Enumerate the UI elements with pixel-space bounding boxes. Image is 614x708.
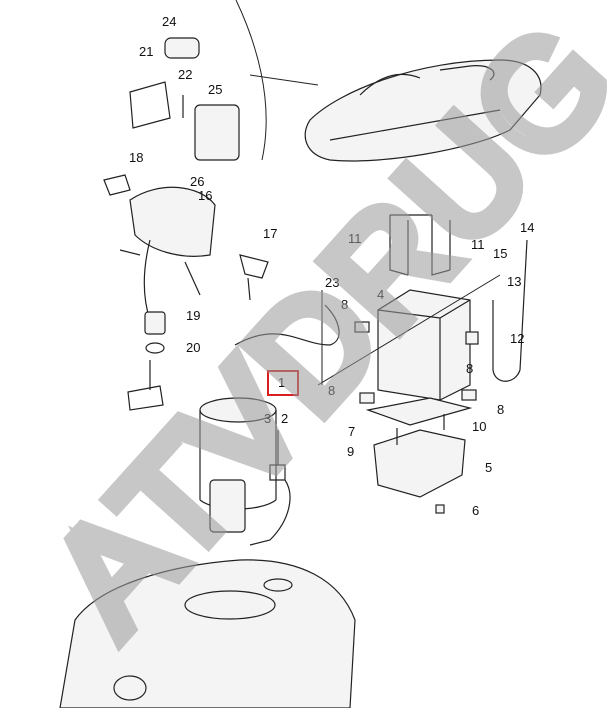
highlight-box-part-1 bbox=[267, 370, 299, 396]
meter-assembly bbox=[103, 174, 269, 411]
part-label-6: 6 bbox=[472, 503, 479, 518]
part-label-26: 26 bbox=[190, 174, 204, 189]
part-label-22: 22 bbox=[178, 67, 192, 82]
part-label-14: 14 bbox=[520, 220, 534, 235]
fuel-pump-assembly bbox=[199, 397, 291, 546]
battery-assembly bbox=[234, 214, 528, 514]
part-label-21: 21 bbox=[139, 44, 153, 59]
part-label-16: 16 bbox=[198, 188, 212, 203]
part-label-17: 17 bbox=[263, 226, 277, 241]
part-label-7: 7 bbox=[348, 424, 355, 439]
part-label-15: 15 bbox=[493, 246, 507, 261]
part-label-5: 5 bbox=[485, 460, 492, 475]
part-label-19: 19 bbox=[186, 308, 200, 323]
part-label-25: 25 bbox=[208, 82, 222, 97]
part-label-1: 1 bbox=[278, 375, 285, 390]
part-label-3: 3 bbox=[264, 411, 271, 426]
part-label-10: 10 bbox=[472, 419, 486, 434]
part-label-11: 11 bbox=[471, 237, 485, 252]
watermark: ATVDRUG bbox=[19, 0, 614, 661]
part-label-8: 8 bbox=[497, 402, 504, 417]
part-label-2: 2 bbox=[281, 411, 288, 426]
part-label-12: 12 bbox=[510, 331, 524, 346]
remote-key-parts bbox=[129, 37, 240, 161]
part-label-20: 20 bbox=[186, 340, 200, 355]
fuel-tank bbox=[59, 559, 356, 708]
leader-line bbox=[249, 74, 319, 86]
part-label-23: 23 bbox=[325, 275, 339, 290]
part-label-8: 8 bbox=[466, 361, 473, 376]
part-label-4: 4 bbox=[377, 287, 384, 302]
part-label-9: 9 bbox=[347, 444, 354, 459]
watercraft-illustration bbox=[304, 59, 542, 162]
part-label-8: 8 bbox=[328, 383, 335, 398]
part-label-8: 8 bbox=[341, 297, 348, 312]
part-label-24: 24 bbox=[162, 14, 176, 29]
part-label-13: 13 bbox=[507, 274, 521, 289]
part-label-18: 18 bbox=[129, 150, 143, 165]
part-label-11: 11 bbox=[348, 231, 362, 246]
section-divider bbox=[235, 0, 267, 161]
